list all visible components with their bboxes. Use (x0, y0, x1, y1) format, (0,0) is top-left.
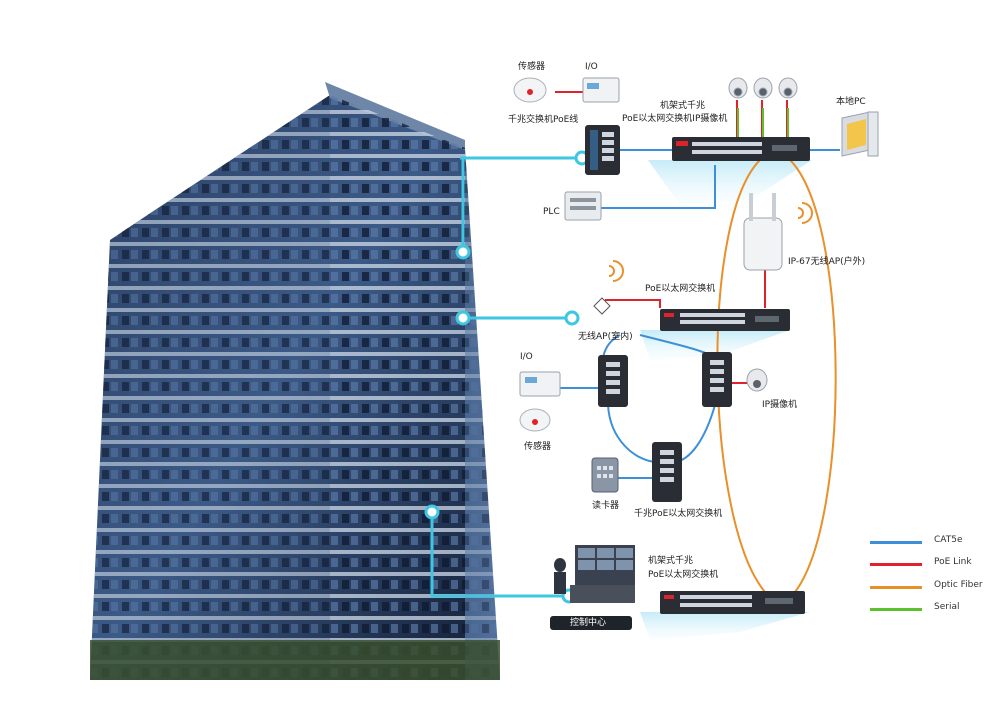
label-io-mid: I/O (520, 352, 533, 362)
rack-switch-mid (660, 309, 790, 331)
legend-swatch (870, 608, 922, 611)
wireless-ap-indoor-icon (593, 297, 611, 315)
card-reader-icon (591, 457, 619, 493)
legend-label: Optic Fiber (934, 580, 983, 590)
wireless-ap-outdoor-icon (743, 193, 783, 271)
io-module-icon (582, 77, 620, 103)
wifi-signal-icon (608, 202, 813, 282)
label-io-top: I/O (585, 62, 598, 72)
building-links (430, 156, 582, 598)
label-ip-camera: IP摄像机 (762, 400, 798, 410)
label-plc: PLC (543, 207, 560, 217)
label-card-reader: 读卡器 (592, 501, 620, 511)
label-rack-bottom-line1: 机架式千兆 (648, 556, 694, 566)
din-switch-left (598, 355, 628, 407)
legend-swatch (870, 563, 922, 566)
beam-top (648, 160, 812, 205)
plc-icon (564, 191, 602, 221)
legend-swatch (870, 541, 922, 544)
beam-mid (640, 330, 790, 360)
label-sensor-mid: 传感器 (524, 442, 552, 452)
smoke-sensor-icon (513, 77, 547, 103)
legend-label: Serial (934, 602, 960, 612)
serial-links (737, 108, 789, 138)
control-center-icon (550, 545, 635, 630)
label-rack-bottom-line2: PoE以太网交换机 (648, 570, 719, 580)
local-pc-icon (841, 111, 879, 157)
ip-camera-icon (746, 368, 768, 392)
dome-camera-icon (728, 77, 798, 99)
label-ap-indoor: 无线AP(室内) (578, 332, 633, 342)
din-switch-right (702, 352, 732, 407)
io-module-icon (519, 371, 561, 397)
label-rack-top-line2: PoE以太网交换机IP摄像机 (622, 114, 728, 124)
legend-label: PoE Link (934, 557, 972, 567)
rack-switch-bottom (660, 591, 805, 614)
label-gigabit-poe-switch: 千兆PoE以太网交换机 (634, 509, 723, 519)
building (90, 82, 500, 680)
label-control-center: 控制中心 (570, 618, 607, 628)
din-switch-bottom (652, 442, 682, 502)
legend-swatch (870, 586, 922, 589)
rack-switch-top (672, 137, 810, 161)
beam-bottom (640, 612, 810, 640)
label-rack-top-line1: 机架式千兆 (660, 101, 706, 111)
din-switch-top (585, 125, 620, 175)
label-ap-outdoor: IP-67无线AP(户外) (788, 257, 866, 267)
label-local-pc: 本地PC (836, 97, 866, 107)
label-sensor-top: 传感器 (518, 62, 546, 72)
label-poe-switch-mid: PoE以太网交换机 (645, 284, 716, 294)
label-gigabit-poe-line: 千兆交换机PoE线 (508, 115, 579, 125)
legend-label: CAT5e (934, 535, 963, 545)
smoke-sensor-icon (519, 408, 551, 432)
